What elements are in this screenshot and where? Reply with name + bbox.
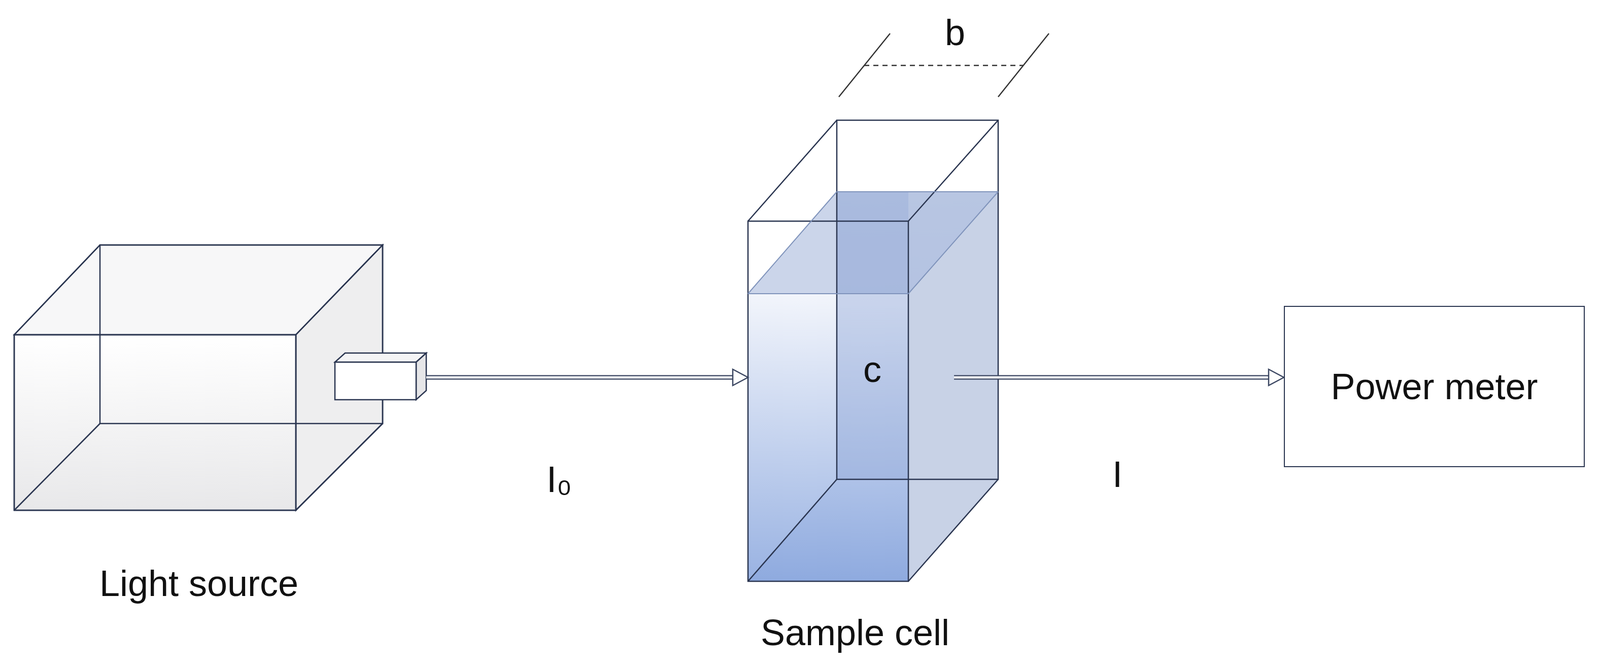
node-text: Power meter <box>1330 365 1538 408</box>
intensity-label: I <box>1109 453 1126 496</box>
arrow-head <box>1268 369 1284 386</box>
light-beam-arrow <box>426 369 748 386</box>
light-source-box <box>14 245 383 511</box>
light-beam-arrow <box>954 369 1284 386</box>
node-text: Light source <box>99 562 299 605</box>
beam-shaft <box>426 375 734 381</box>
beam-shaft-inner <box>954 376 1270 380</box>
dimension-label: b <box>941 11 969 54</box>
intensity-label: I₀ <box>543 458 575 501</box>
sample-cell <box>747 120 999 582</box>
beam-shaft-inner <box>426 376 734 380</box>
arrow-head <box>732 369 748 386</box>
node-text: c <box>863 348 882 391</box>
power-meter-box: Power meter <box>1283 305 1585 468</box>
light-source-nozzle <box>334 353 427 400</box>
node-text: Sample cell <box>760 611 950 655</box>
sample-cell: cSample cell <box>747 120 999 582</box>
light-source: Light source <box>14 245 427 511</box>
beam-shaft <box>954 375 1270 381</box>
